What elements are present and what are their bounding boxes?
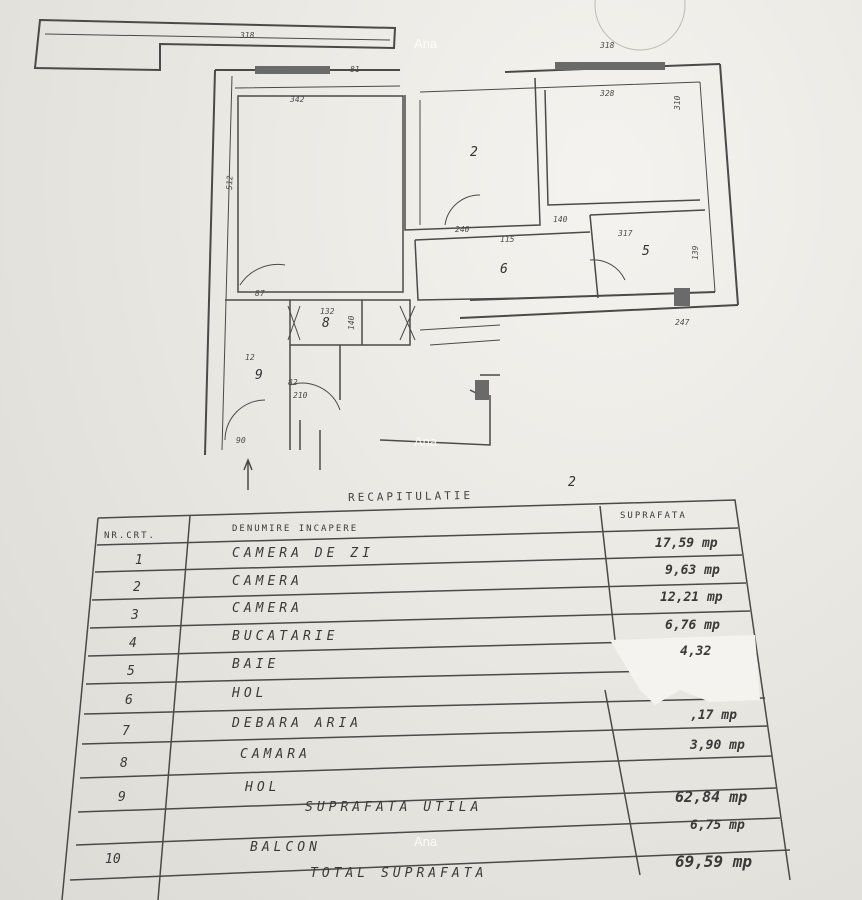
- header-area: SUPRAFATA: [620, 511, 687, 521]
- door-arc-4: [289, 382, 341, 411]
- svg-text:90: 90: [236, 436, 246, 445]
- room-8-walls: [289, 299, 411, 346]
- svg-text:12: 12: [245, 353, 255, 362]
- row-9-name: HOL: [245, 780, 281, 795]
- header-nr: NR.CRT.: [104, 531, 156, 541]
- svg-text:82: 82: [288, 378, 298, 387]
- outer-wall-left: [204, 69, 216, 456]
- svg-text:210: 210: [293, 391, 308, 400]
- row-8-name: CAMARA: [240, 747, 311, 762]
- outer-wall-right: [719, 63, 739, 306]
- room-9-number: 9: [255, 368, 263, 383]
- room-8-number: 8: [322, 316, 330, 331]
- row-5-area: 4,32: [680, 644, 712, 659]
- row-1-area: 17,59 mp: [655, 536, 718, 551]
- row-3-nr: 3: [131, 608, 139, 623]
- balcony-label: BALCON: [250, 840, 321, 855]
- svg-text:115: 115: [500, 235, 515, 244]
- row-8-area: 3,90 mp: [690, 738, 745, 753]
- room-2-number: 2: [470, 145, 478, 160]
- row-7-nr: 7: [122, 724, 130, 739]
- row-5-nr: 5: [127, 664, 135, 679]
- svg-text:318: 318: [239, 31, 255, 40]
- room-5-walls: [589, 209, 706, 299]
- row-4-area: 6,76 mp: [665, 618, 720, 633]
- row-2-area: 9,63 mp: [665, 563, 720, 578]
- room-6-walls: [414, 231, 591, 301]
- svg-text:310: 310: [673, 95, 682, 111]
- row-1-nr: 1: [135, 553, 143, 568]
- row-5-name: BAIE: [232, 657, 280, 672]
- door-arc-5: [224, 399, 266, 441]
- room-6-number: 6: [500, 262, 508, 277]
- svg-text:317: 317: [617, 229, 633, 238]
- row-7-name: DEBARA ARIA: [232, 716, 363, 731]
- room-2-walls: [404, 77, 541, 231]
- row-9-nr: 9: [118, 790, 126, 805]
- outer-wall-left-inner: [221, 75, 233, 451]
- row-2-nr: 2: [133, 580, 141, 595]
- svg-text:247: 247: [675, 318, 690, 327]
- useful-surface-label: SUPRAFATA UTILA: [305, 800, 483, 815]
- balcony-nr: 10: [105, 852, 121, 867]
- svg-text:132: 132: [320, 307, 335, 316]
- svg-text:140: 140: [553, 215, 568, 224]
- svg-text:318: 318: [599, 41, 615, 50]
- outer-wall-bottom-right: [459, 291, 739, 319]
- row-3-area: 12,21 mp: [660, 590, 723, 605]
- room-3-walls: [544, 89, 701, 206]
- row-2-name: CAMERA: [232, 574, 303, 589]
- header-name: DENUMIRE INCAPERE: [232, 524, 359, 534]
- balcony-outline: [33, 18, 397, 72]
- room-1-outline: [237, 95, 404, 293]
- table-title: RECAPITULATIE: [347, 488, 474, 505]
- svg-text:139: 139: [691, 245, 700, 260]
- row-6-name: HOL: [232, 686, 268, 701]
- total-surface-label: TOTAL SUPRAFATA: [310, 866, 488, 881]
- floor-mark: 2: [568, 475, 576, 490]
- total-surface-value: 69,59 mp: [675, 852, 753, 871]
- row-1-name: CAMERA DE ZI: [232, 546, 374, 561]
- entrance-arrow: [243, 457, 253, 490]
- balcony-value: 6,75 mp: [690, 818, 745, 833]
- row-6-nr: 6: [125, 693, 133, 708]
- row-4-nr: 4: [129, 636, 137, 651]
- svg-text:342: 342: [289, 95, 305, 104]
- svg-text:81: 81: [350, 65, 360, 74]
- svg-text:140: 140: [347, 315, 356, 330]
- outer-wall-right-inner: [699, 81, 716, 293]
- hall-walls: [225, 299, 321, 470]
- svg-text:240: 240: [455, 225, 470, 234]
- watermark-bottom: Ana: [414, 834, 438, 849]
- door-arc-2: [444, 194, 481, 226]
- door-arc-3: [589, 259, 626, 281]
- watermark-middle: Ana: [414, 434, 438, 449]
- svg-text:512: 512: [225, 175, 235, 190]
- svg-text:328: 328: [599, 89, 615, 98]
- svg-text:87: 87: [255, 289, 265, 298]
- room-5-number: 5: [642, 244, 650, 259]
- row-8-nr: 8: [120, 756, 128, 771]
- stair-walls: [339, 345, 500, 446]
- useful-surface-value: 62,84 mp: [675, 788, 748, 806]
- row-7-area: ,17 mp: [690, 708, 737, 723]
- door-arc-1: [239, 263, 286, 286]
- row-4-name: BUCATARIE: [232, 629, 339, 644]
- outer-wall-top-inner: [234, 81, 701, 93]
- watermark-top: Ana: [414, 36, 438, 51]
- row-3-name: CAMERA: [232, 601, 303, 616]
